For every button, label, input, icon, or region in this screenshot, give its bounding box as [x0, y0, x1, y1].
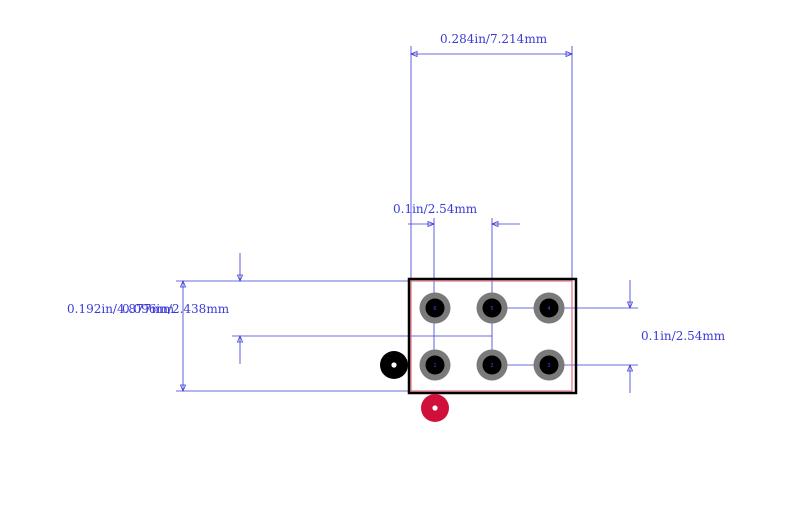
pad-3: 3 [533, 349, 565, 381]
component-outline [407, 277, 578, 395]
pitch-x-label: 0.1in/2.54mm [393, 202, 478, 216]
width-arrow-left [409, 50, 418, 58]
height-dimension [176, 253, 492, 393]
height-arrow-top [179, 279, 187, 288]
inner-height-arrow-top [236, 274, 244, 283]
pad-hole [425, 355, 445, 375]
pad-6: 6 [419, 292, 451, 324]
origin-marker [421, 394, 449, 422]
pad-4: 4 [533, 292, 565, 324]
pad-hole [425, 298, 445, 318]
pitch-y-dimension [492, 280, 638, 393]
pitch-x-arrow-right [490, 220, 499, 228]
pad-1: 1 [419, 349, 451, 381]
pitch-x-arrow-left [427, 220, 436, 228]
inner-height-arrow-bottom [236, 334, 244, 343]
height-arrow-bottom [179, 384, 187, 393]
pad-number: 1 [433, 363, 436, 369]
pad-number: 2 [490, 363, 493, 369]
pad-number: 6 [433, 306, 436, 312]
origin-marker-center [432, 405, 438, 411]
pin1-marker [380, 351, 408, 379]
pad-number: 4 [547, 306, 550, 312]
pad-hole [539, 355, 559, 375]
pad-2: 2 [476, 349, 508, 381]
pad-hole [482, 298, 502, 318]
pitch-y-label: 0.1in/2.54mm [641, 329, 726, 343]
pad-5: 5 [476, 292, 508, 324]
height-inner-label: 0.096in/2.438mm [122, 302, 230, 316]
pad-number: 5 [490, 306, 493, 312]
pad-array: 1 2 3 4 5 6 [419, 292, 565, 381]
width-total-label: 0.284in/7.214mm [440, 32, 548, 46]
pin1-marker-center [391, 362, 397, 368]
pad-hole [539, 298, 559, 318]
pad-hole [482, 355, 502, 375]
pitch-x-dimension [408, 218, 520, 372]
width-dimension [409, 46, 574, 282]
pitch-y-arrow-bottom [626, 363, 634, 372]
width-arrow-right [565, 50, 574, 58]
courtyard-outline [410, 280, 573, 392]
height-total-label: 0.192in/4.877mm [67, 302, 175, 316]
pad-number: 3 [547, 363, 550, 369]
pitch-y-arrow-top [626, 301, 634, 310]
